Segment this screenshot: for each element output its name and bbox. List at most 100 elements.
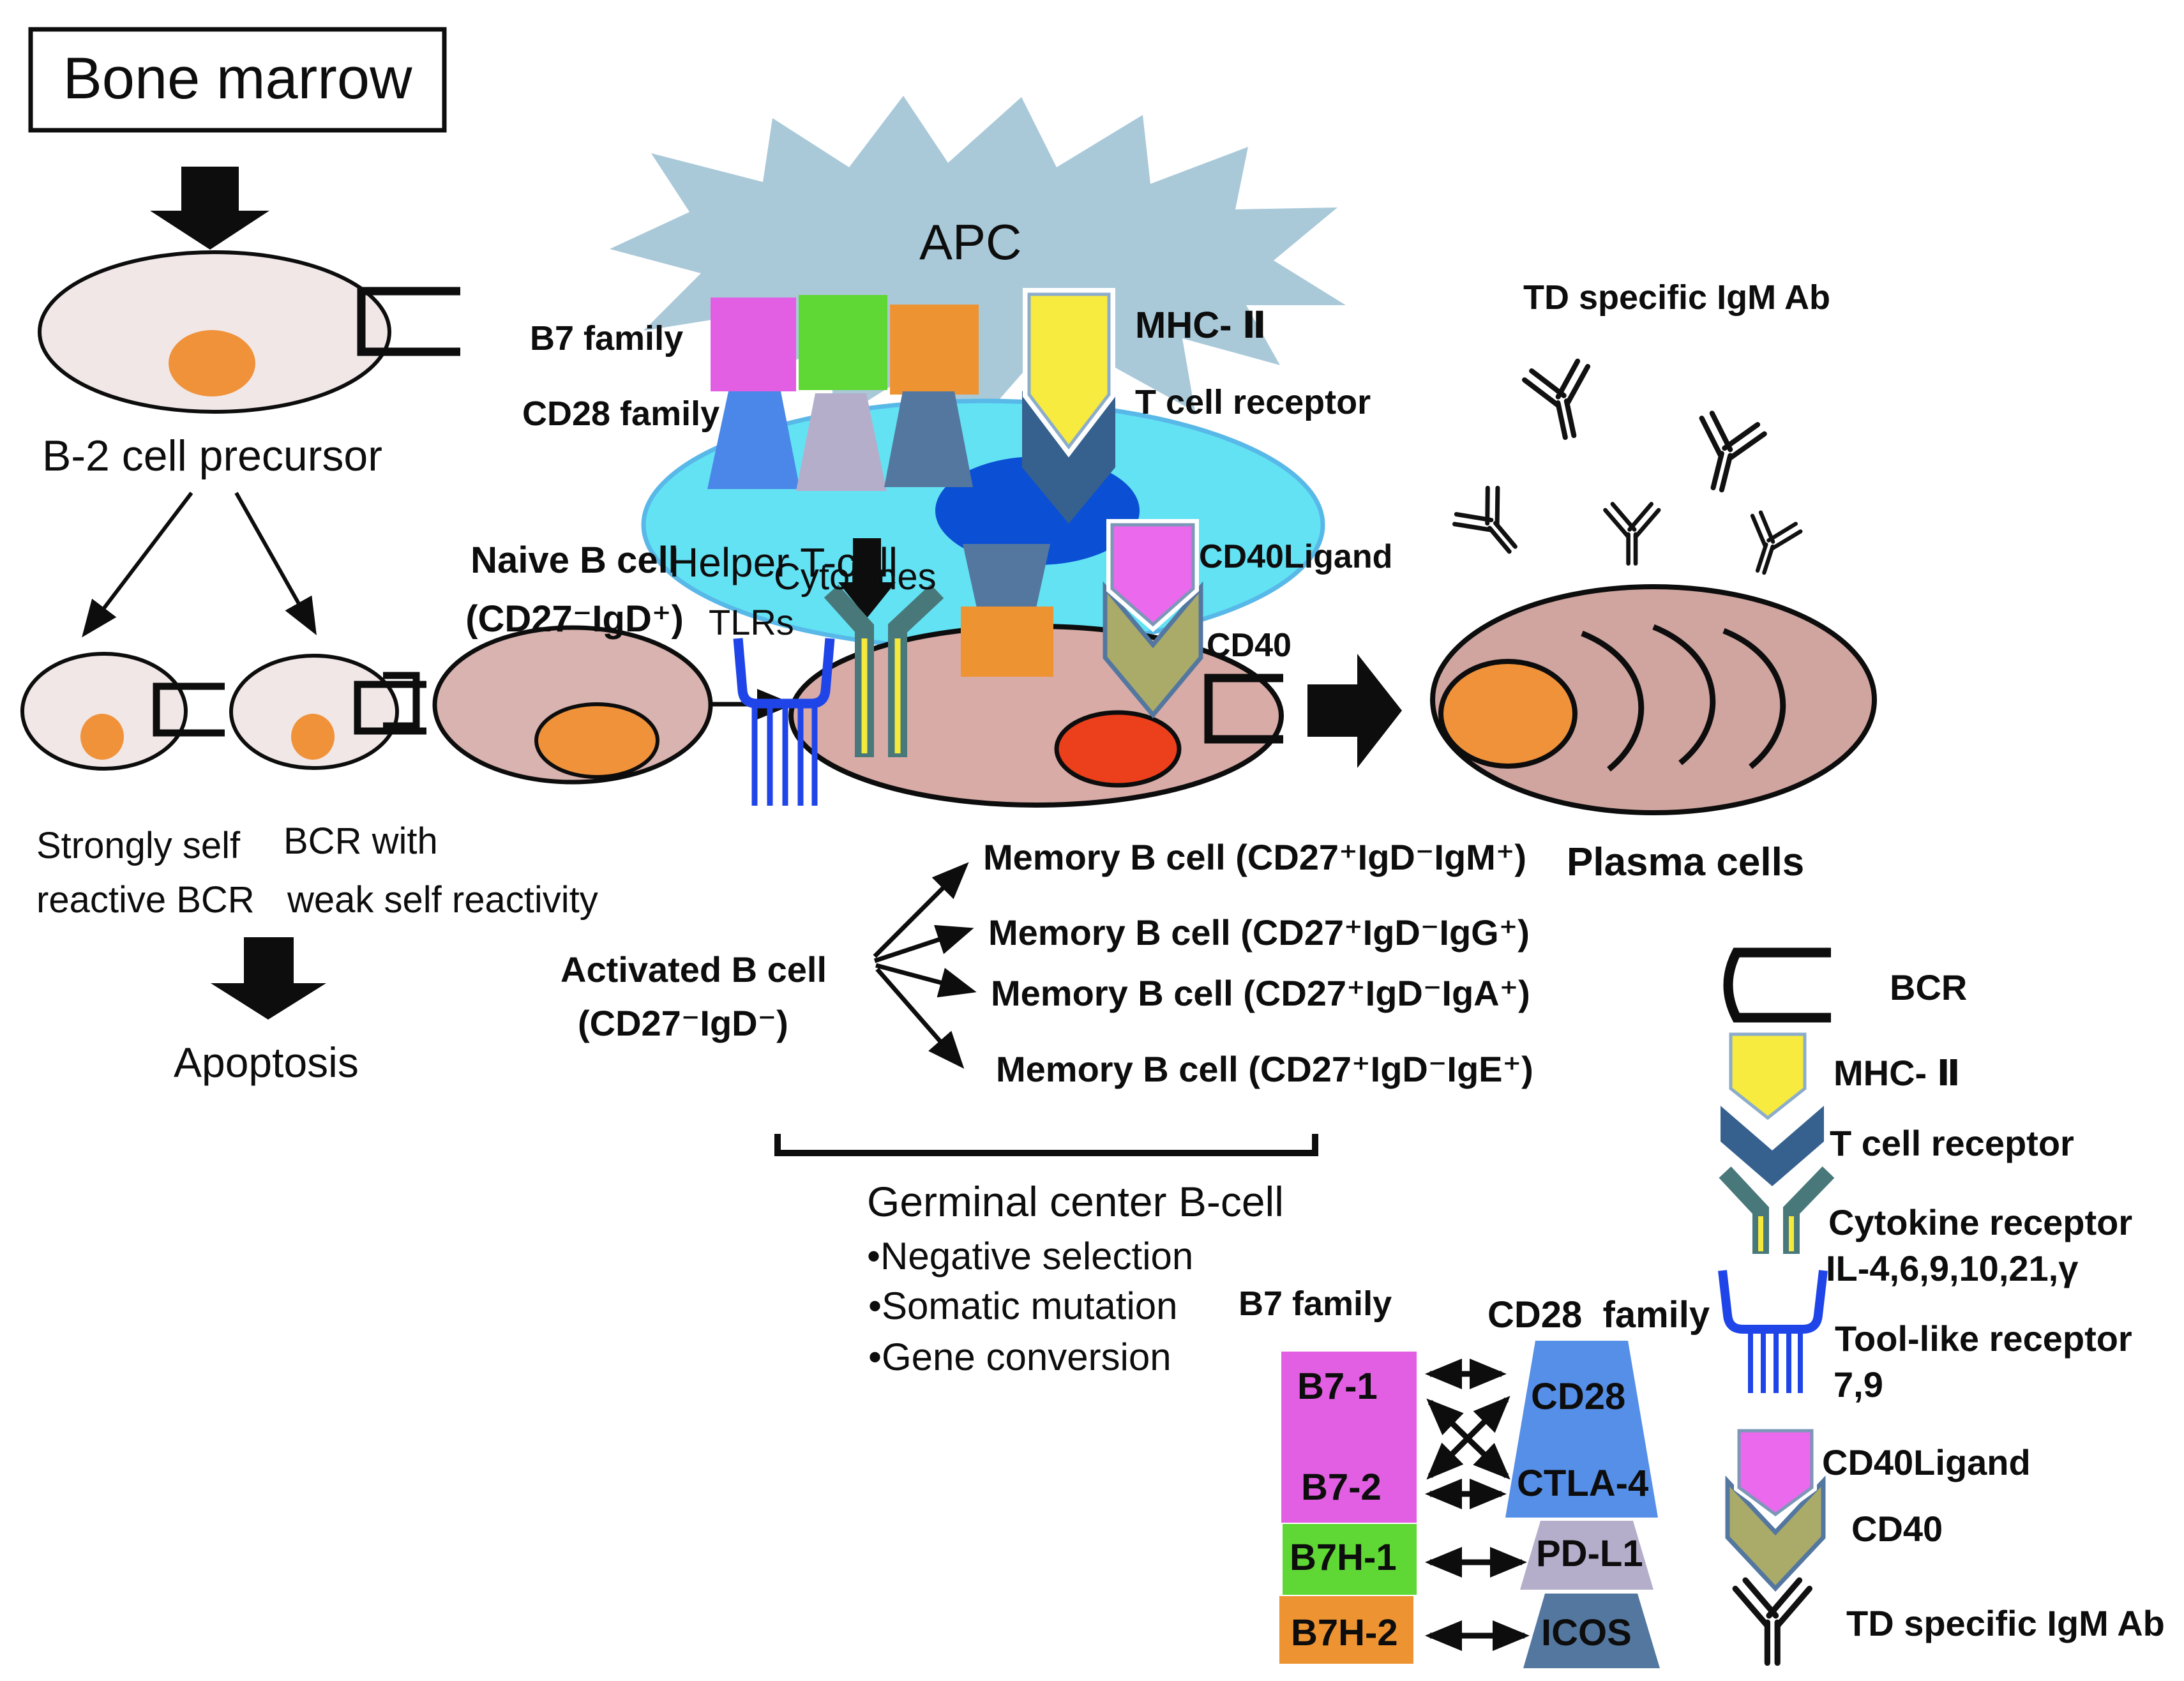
cd28-family-label: CD28 family (522, 395, 720, 433)
tcr-chevron (1721, 1106, 1824, 1186)
cytokine-receptor-icon (824, 584, 944, 757)
cd28-trapezoid-lavender (796, 393, 887, 491)
tcr-label: T cell receptor (1135, 383, 1371, 421)
cd40l-pentagon (1737, 1429, 1814, 1517)
germinal-bracket (774, 1134, 1318, 1156)
tlrs-label: TLRs (709, 602, 794, 642)
weak-cell-nucleus (291, 714, 335, 760)
legend-cytokine-il-label: IL-4,6,9,10,21,γ (1826, 1248, 2079, 1288)
activated-b-nucleus (1054, 710, 1182, 788)
igm-antibody-icon (1606, 504, 1659, 564)
cd28-trapezoid-blue (707, 391, 800, 489)
b7-cd28-interaction-arrows (1425, 1359, 1530, 1651)
icos-trapezoid (1523, 1594, 1660, 1668)
bcr-icon (357, 287, 460, 356)
mhc2-label: MHC- Ⅱ (1135, 305, 1267, 346)
naive-b-nucleus (534, 702, 659, 779)
b7-square-orange (890, 305, 979, 395)
memory-b-iga: Memory B cell (CD27⁺IgD⁻IgA⁺) (991, 973, 1530, 1013)
activated-b-title: Activated B cell (561, 949, 827, 990)
pdl1-trapezoid (1520, 1521, 1653, 1590)
bcr-icon (1723, 947, 1831, 1023)
memory-b-igm: Memory B cell (CD27⁺IgD⁻IgM⁺) (983, 837, 1527, 877)
memory-fan-arrows (873, 862, 977, 1069)
legend-cd40l-label: CD40Ligand (1822, 1442, 2031, 1482)
cd28-label: CD28 (1531, 1376, 1626, 1417)
b7h-1-box (1283, 1524, 1417, 1595)
arrow-down-bone-marrow (150, 167, 269, 250)
ctla4-label: CTLA-4 (1517, 1463, 1649, 1504)
naive-b-title: Naive B cell (471, 539, 679, 581)
legend-tlr-label: Tool-like receptor (1835, 1318, 2132, 1359)
activated-b-subtitle: (CD27⁻IgD⁻) (578, 1003, 788, 1043)
arrow-to-weak-bcr (234, 492, 317, 635)
b7-family-label: B7 family (530, 319, 684, 358)
interface-tcr-trapezoid (963, 544, 1050, 617)
tlr-icon (733, 638, 835, 806)
cytokines-label: Cytokines (774, 556, 937, 598)
pdl1-label: PD-L1 (1536, 1533, 1643, 1574)
plasma-er-arcs (1581, 624, 1786, 772)
legend-mhc2-label: MHC- Ⅱ (1834, 1053, 1961, 1093)
strong-bcr-label-line1: Strongly self (36, 825, 241, 866)
b7-square-magenta (711, 298, 796, 391)
bcr-icon (383, 672, 420, 730)
b7-family-table-header: B7 family (1239, 1285, 1392, 1323)
tlr-icon (1718, 1270, 1828, 1393)
bone-marrow-title: Bone marrow (63, 46, 412, 111)
legend-tcr-label: T cell receptor (1830, 1123, 2074, 1163)
apoptosis-label: Apoptosis (174, 1039, 359, 1086)
legend-bcr-label: BCR (1890, 967, 1968, 1007)
b7-2-label: B7-2 (1301, 1466, 1382, 1508)
b2-precursor-nucleus (169, 330, 255, 396)
strong-reactive-cell (20, 652, 188, 771)
b7-1-2-box (1281, 1352, 1417, 1523)
weak-bcr-label-line2: weak self reactivity (287, 879, 598, 921)
legend-cd40-label: CD40 (1851, 1509, 1943, 1549)
legend-tlr-79-label: 7,9 (1834, 1364, 1883, 1405)
cd28-family-table-header: CD28 family (1487, 1294, 1710, 1336)
td-igm-heading: TD specific IgM Ab (1523, 278, 1831, 317)
cytokine-receptor-icon (1719, 1166, 1835, 1254)
mhc2-pentagon (1729, 1032, 1807, 1120)
cd40l-label: CD40Ligand (1199, 538, 1393, 575)
plasma-nucleus (1438, 659, 1578, 769)
cd40l-pentagon (1110, 523, 1195, 627)
strong-cell-nucleus (80, 714, 124, 760)
b7-1-label: B7-1 (1297, 1366, 1378, 1407)
arrow-to-strong-bcr (82, 492, 193, 638)
germinal-bullet-gene-conversion: •Gene conversion (868, 1336, 1171, 1378)
helper-t-label: Helper T-cell (669, 539, 898, 585)
germinal-bullet-somatic-mutation: •Somatic mutation (868, 1285, 1178, 1327)
bcr-icon (1204, 674, 1283, 744)
b7-square-green (799, 295, 887, 390)
bcr-icon (354, 681, 426, 735)
weak-bcr-label-line1: BCR with (283, 820, 438, 862)
arrow-down-cytokines (838, 538, 896, 618)
igm-antibody-icon (1735, 1580, 1809, 1662)
memory-b-ige: Memory B cell (CD27⁺IgD⁻IgE⁺) (996, 1049, 1533, 1089)
icos-label: ICOS (1541, 1612, 1632, 1654)
cd28-trapezoid-steel (884, 391, 973, 487)
bone-marrow-box (28, 27, 447, 133)
b7h-1-label: B7H-1 (1290, 1537, 1397, 1578)
b2-precursor-label: B-2 cell precursor (42, 432, 382, 480)
secreted-igm-antibodies (1450, 359, 1802, 580)
germinal-title: Germinal center B-cell (867, 1178, 1284, 1225)
igm-antibody-icon (1450, 483, 1533, 568)
arrow-down-apoptosis (211, 937, 326, 1020)
apc-label: APC (919, 214, 1022, 270)
igm-antibody-icon (1686, 411, 1766, 497)
igm-antibody-icon (1737, 510, 1803, 579)
cd40-chevron (1103, 581, 1203, 719)
mhc2-pentagon (1027, 292, 1111, 450)
interface-antigen-square (961, 607, 1053, 677)
bcr-icon (153, 682, 225, 737)
b7h-2-label: B7H-2 (1291, 1612, 1398, 1654)
arrow-to-plasma (1307, 654, 1402, 768)
b7h-2-box (1279, 1596, 1413, 1664)
legend-td-igm-label: TD specific IgM Ab (1846, 1603, 2165, 1643)
germinal-bullet-negative-selection: •Negative selection (867, 1235, 1194, 1278)
memory-b-igg: Memory B cell (CD27⁺IgD⁻IgG⁺) (988, 912, 1530, 953)
